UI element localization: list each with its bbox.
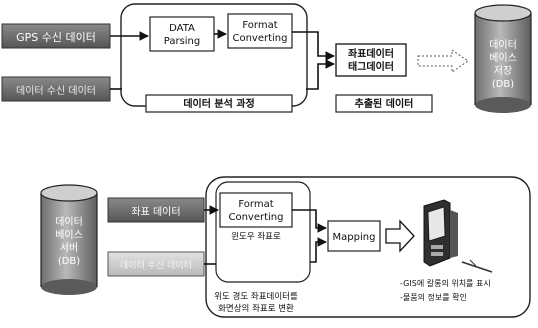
format-converting-line1: Format — [242, 20, 277, 31]
arrow-format-to-coord — [292, 32, 334, 56]
analysis-process-caption: 데이터 분석 과정 — [146, 95, 292, 112]
db-bottom-line3: 서버 — [60, 242, 78, 254]
gps-data-box: GPS 수신 데이터 — [2, 24, 110, 48]
arrow-mapping-to-device — [386, 221, 414, 251]
transform-note-line2: 화면상의 좌표로 변환 — [218, 303, 294, 314]
db-top-line2: 베이스 — [489, 52, 517, 64]
bottom-diagram: 데이터 베이스 서버 (DB) 좌표 데이터 데이터 수신 데이터 Format… — [41, 177, 530, 317]
db-top-line1: 데이터 — [489, 39, 517, 51]
arrow-inner-to-mapping — [310, 242, 326, 262]
format-converting-line2: Converting — [232, 33, 287, 44]
second-input-box: 데이터 수신 데이터 — [2, 77, 110, 101]
window-coords-label: 윈도우 좌표로 — [231, 232, 281, 242]
gis-note-line2: -물품의 정보를 확인 — [400, 292, 467, 302]
data-parsing-line1: DATA — [169, 23, 195, 34]
gps-data-label: GPS 수신 데이터 — [16, 31, 96, 44]
gis-note-line1: -GIS에 칼롱의 위치를 표시 — [400, 278, 491, 288]
transform-note-line1: 위도 경도 좌표데이터를 — [214, 291, 298, 302]
extracted-data-caption: 추출된 데이터 — [336, 95, 432, 112]
handheld-device-icon — [424, 200, 492, 272]
data-parsing-line2: Parsing — [164, 36, 201, 47]
hatched-arrow-to-db — [418, 50, 468, 72]
bottom-second-input-label: 데이터 수신 데이터 — [120, 260, 192, 271]
analysis-process-label: 데이터 분석 과정 — [183, 97, 254, 110]
bottom-format-line2: Converting — [228, 212, 283, 223]
mapping-box: Mapping — [328, 221, 380, 251]
data-parsing-box: DATA Parsing — [150, 17, 214, 51]
coord-data-box: 좌표 데이터 — [108, 198, 204, 222]
coord-tag-line2: 태그데이터 — [348, 60, 394, 73]
extracted-data-label: 추출된 데이터 — [355, 97, 414, 110]
format-converting-box-bottom: Format Converting — [220, 193, 292, 227]
top-diagram: GPS 수신 데이터 데이터 수신 데이터 DATA Parsing Forma… — [2, 4, 531, 113]
mapping-label: Mapping — [333, 232, 376, 243]
coord-data-label: 좌표 데이터 — [131, 206, 180, 218]
coord-tag-line1: 좌표데이터 — [348, 47, 394, 60]
db-bottom-line4: (DB) — [58, 256, 80, 267]
db-top-line4: (DB) — [492, 79, 514, 90]
db-top-line3: 저장 — [494, 65, 512, 77]
coord-tag-box: 좌표데이터 태그데이터 — [336, 44, 406, 76]
database-cylinder-bottom: 데이터 베이스 서버 (DB) — [41, 185, 97, 295]
arrow-format-to-mapping — [292, 210, 326, 228]
database-cylinder-top: 데이터 베이스 저장 (DB) — [475, 5, 531, 113]
second-input-label: 데이터 수신 데이터 — [16, 85, 96, 97]
format-converting-box-top: Format Converting — [228, 14, 292, 48]
arrow-container-to-coord — [306, 64, 334, 89]
db-bottom-line2: 베이스 — [55, 229, 83, 241]
db-bottom-line1: 데이터 — [55, 216, 83, 228]
bottom-second-input-box: 데이터 수신 데이터 — [108, 252, 204, 276]
bottom-format-line1: Format — [238, 199, 273, 210]
